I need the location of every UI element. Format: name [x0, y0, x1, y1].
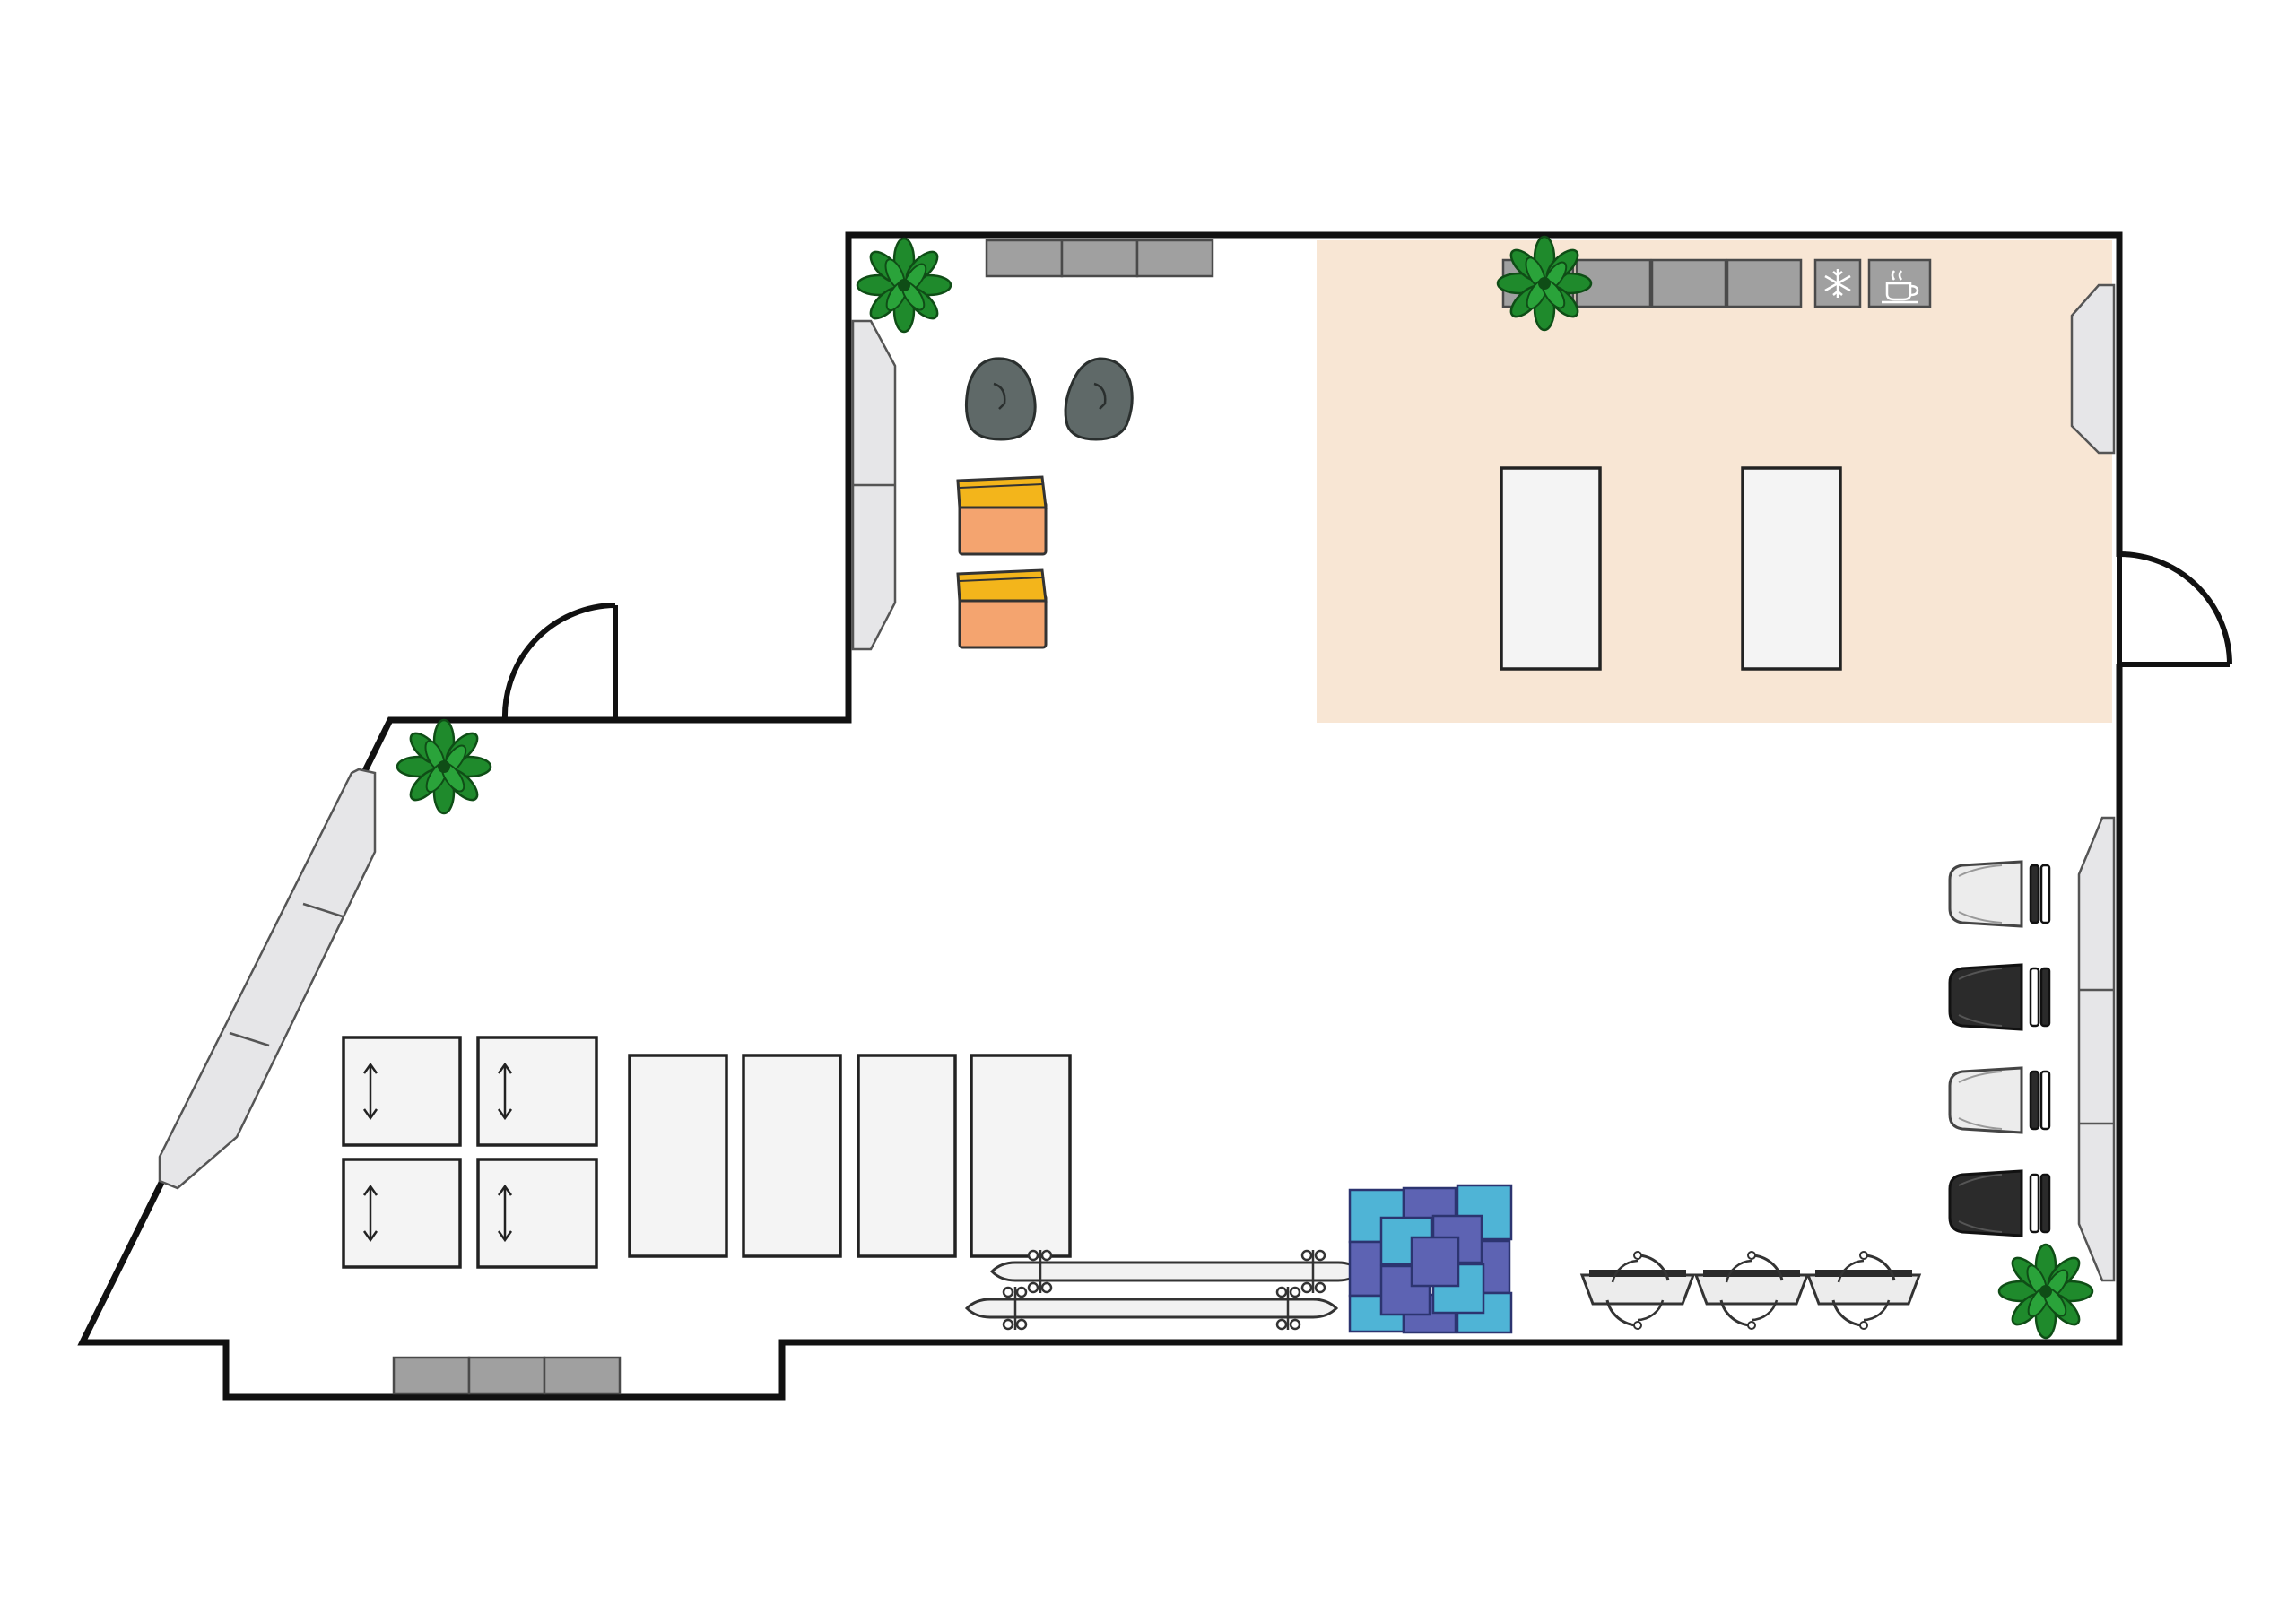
- door-left: [501, 603, 618, 721]
- armchair: [956, 568, 1048, 649]
- plant-icon: [396, 718, 492, 815]
- work-table: [628, 1054, 728, 1258]
- fridge: [1813, 258, 1862, 308]
- mobile-table: [1806, 1250, 1921, 1331]
- height-adjustable-desk: [476, 1158, 598, 1269]
- exterior-wall: [77, 231, 2123, 1401]
- mobile-table: [1580, 1250, 1695, 1331]
- plant-icon: [1997, 1243, 2094, 1340]
- chair-black: [1948, 963, 2051, 1031]
- acoustic-panel-diagonal: [158, 768, 377, 1190]
- lounge-seat: [964, 357, 1037, 441]
- chair-black: [1948, 1169, 2051, 1237]
- coffee-machine: [1867, 258, 1932, 308]
- cabinet-bottom-wall: [392, 1356, 622, 1395]
- plant-icon: [856, 237, 952, 334]
- height-adjustable-desk: [342, 1036, 462, 1147]
- mobile-whiteboard: [990, 1248, 1363, 1295]
- meeting-table: [1741, 466, 1842, 671]
- lounge-seat: [1064, 357, 1134, 441]
- chair-white: [1948, 1066, 2051, 1134]
- work-table: [857, 1054, 957, 1258]
- meeting-table: [1500, 466, 1602, 671]
- plant-icon: [1496, 235, 1593, 332]
- armchair: [956, 475, 1048, 556]
- cabinet-top-wall: [985, 239, 1214, 278]
- height-adjustable-desk: [476, 1036, 598, 1147]
- work-table: [742, 1054, 842, 1258]
- mobile-table: [1694, 1250, 1809, 1331]
- chair-white: [1948, 860, 2051, 928]
- snowflake-icon: [1824, 269, 1851, 298]
- work-table: [970, 1054, 1072, 1258]
- height-adjustable-desk: [342, 1158, 462, 1269]
- mobile-whiteboard: [965, 1285, 1338, 1332]
- door-right: [2115, 551, 2232, 667]
- modular-rug: [1348, 1184, 1513, 1334]
- coffee-cup-icon: [1882, 270, 1919, 304]
- wood-floor-area: [1317, 240, 2112, 723]
- acoustic-panel-right-lower: [2077, 816, 2116, 1282]
- acoustic-panel-right-top: [2070, 283, 2116, 455]
